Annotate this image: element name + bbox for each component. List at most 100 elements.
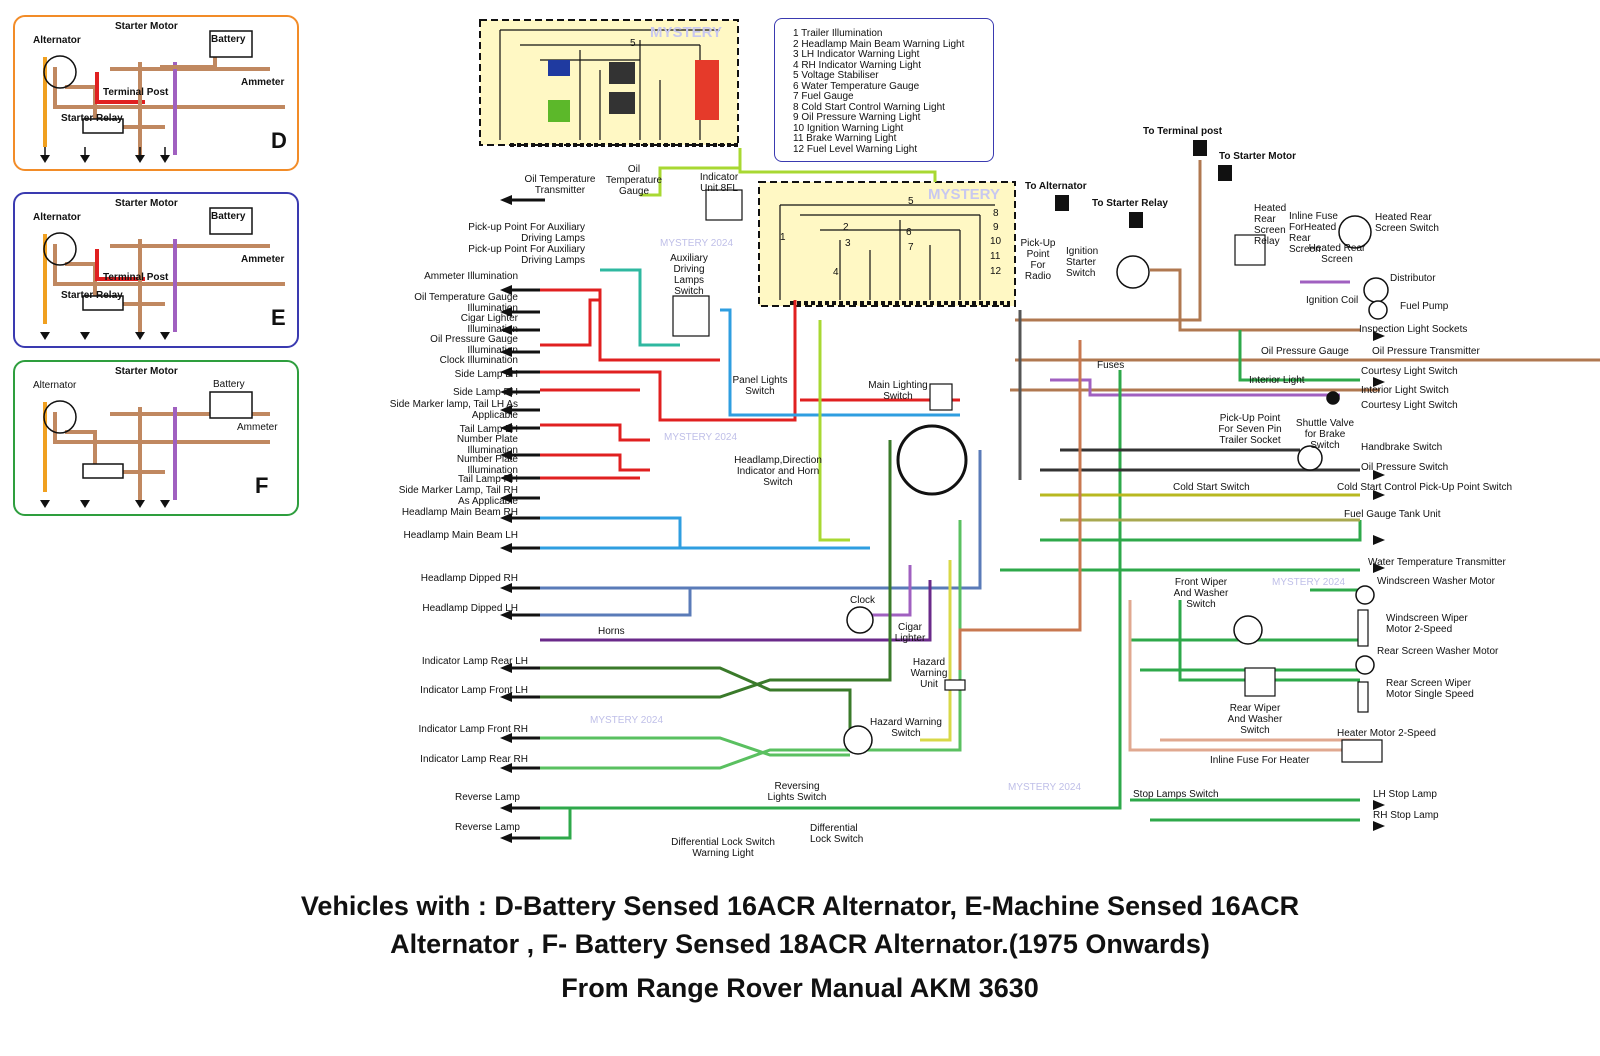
label-heated-rear-switch: Heated Rear Screen Switch [1375, 212, 1439, 234]
label-cigar: Cigar Lighter [894, 622, 926, 644]
panel-num-4: 4 [833, 267, 839, 278]
gauge-icon-1 [609, 62, 635, 84]
legend-item: 4 RH Indicator Warning Light [793, 59, 922, 71]
left-label: Number Plate Illumination [456, 454, 518, 476]
label-courtesy-switch-1: Courtesy Light Switch [1361, 366, 1458, 377]
footer-line-3: From Range Rover Manual AKM 3630 [561, 973, 1039, 1003]
label-hazard-switch: Hazard Warning Switch [870, 717, 942, 739]
label-hazard-unit: Hazard Warning Unit [910, 657, 948, 690]
label-lh-stop: LH Stop Lamp [1373, 789, 1437, 800]
label-stop-switch: Stop Lamps Switch [1133, 789, 1219, 800]
legend-item: 6 Water Temperature Gauge [793, 80, 920, 92]
left-label: Side Marker lamp, Tail LH As Applicable [389, 399, 518, 421]
left-label: Headlamp Dipped RH [420, 573, 518, 584]
label-interior-light: Interior Light [1249, 375, 1305, 386]
label-rear-wiper-motor: Rear Screen Wiper Motor Single Speed [1386, 678, 1474, 700]
label-to-alternator: To Alternator [1025, 181, 1087, 192]
label-diff-lock-switch: Differential Lock Switch [810, 823, 864, 845]
label-rear-wiper-switch: Rear Wiper And Washer Switch [1227, 703, 1283, 736]
label-courtesy-switch-2: Courtesy Light Switch [1361, 400, 1458, 411]
legend-box: 1 Trailer Illumination 2 Headlamp Main B… [774, 18, 994, 162]
label-reversing-switch: Reversing Lights Switch [767, 781, 827, 803]
legend-item: 2 Headlamp Main Beam Warning Light [793, 38, 965, 50]
panel-num-10: 10 [990, 236, 1002, 247]
panel-num-2: 2 [843, 222, 849, 233]
left-label: Ammeter Illumination [424, 271, 518, 282]
mystery-main-watermark: MYSTERY [928, 186, 1000, 203]
inset-f-schematic [40, 391, 270, 508]
panel-num-9: 9 [993, 222, 999, 233]
label-wiper-motor: Windscreen Wiper Motor 2-Speed [1386, 613, 1468, 635]
indicator-icon [548, 100, 570, 122]
inset-e-schematic [40, 207, 285, 340]
label-aux-pickup-2: Pick-up Point For Auxiliary Driving Lamp… [468, 244, 585, 266]
inset-f-starter-label: Starter Motor [115, 366, 178, 377]
label-shuttle-valve: Shuttle Valve for Brake Switch [1295, 418, 1355, 451]
inset-f-ammeter-label: Ammeter [237, 422, 278, 433]
label-oil-pressure-transmitter: Oil Pressure Transmitter [1372, 346, 1480, 357]
label-fuel-tank: Fuel Gauge Tank Unit [1344, 509, 1441, 520]
label-water-temp: Water Temperature Transmitter [1368, 557, 1506, 568]
mystery-2024-watermark-3: MYSTERY 2024 [1272, 577, 1346, 588]
inset-d-schematic [40, 30, 285, 163]
mystery-top-watermark: MYSTERY [650, 24, 722, 41]
label-oil-temp-transmitter: Oil Temperature Transmitter [524, 174, 596, 196]
left-label: Indicator Lamp Front LH [420, 685, 528, 696]
left-label: Cigar Lighter Illumination [460, 313, 518, 335]
inset-d-alternator-label: Alternator [33, 35, 81, 46]
label-interior-switch: Interior Light Switch [1361, 385, 1449, 396]
legend-item: 1 Trailer Illumination [793, 28, 883, 39]
inset-e-battery-label: Battery [211, 211, 246, 222]
panel-internal-wiring [499, 29, 995, 300]
inset-f: Alternator Starter Motor Battery Ammeter… [13, 360, 299, 516]
inset-e-starter-label: Starter Motor [115, 198, 178, 209]
panel-num-3: 3 [845, 238, 851, 249]
gauge-icon-2 [609, 92, 635, 114]
left-label: Oil Temperature Gauge Illumination [414, 292, 518, 314]
legend-item: 12 Fuel Level Warning Light [793, 143, 918, 155]
label-pickup-radio: Pick-Up Point For Radio [1020, 238, 1056, 282]
left-label: Side Lamp RH [452, 387, 518, 398]
label-to-terminal-post: To Terminal post [1143, 126, 1223, 137]
left-label: Headlamp Main Beam RH [401, 507, 518, 518]
mystery-2024-watermark-2: MYSTERY 2024 [664, 432, 738, 443]
label-inline-fuse-hrs: Inline Fuse ForHeated Rear Screen [1289, 211, 1338, 255]
panel-num-1: 1 [780, 232, 786, 243]
label-oil-pressure-switch: Oil Pressure Switch [1361, 462, 1449, 473]
inset-e-ammeter-label: Ammeter [241, 254, 285, 265]
label-inline-heater: Inline Fuse For Heater [1210, 755, 1310, 766]
inset-f-alternator-label: Alternator [33, 380, 77, 391]
label-clock: Clock [850, 595, 876, 606]
label-inspection-sockets: Inspection Light Sockets [1359, 324, 1468, 335]
left-ground-stubs [510, 198, 545, 840]
inset-d-battery-label: Battery [211, 34, 246, 45]
inset-f-battery-label: Battery [213, 379, 245, 390]
label-to-starter-motor: To Starter Motor [1219, 151, 1297, 162]
inset-d-starter-label: Starter Motor [115, 21, 178, 32]
label-rear-washer: Rear Screen Washer Motor [1377, 646, 1499, 657]
left-label: Reverse Lamp [454, 822, 520, 833]
label-distributor: Distributor [1390, 273, 1436, 284]
label-headlamp-switch: Headlamp,Direction Indicator and Horn Sw… [734, 455, 822, 488]
top-arrows [1055, 140, 1232, 228]
inset-e: Alternator Starter Motor Battery Ammeter… [13, 192, 299, 348]
inset-e-alternator-label: Alternator [33, 212, 81, 223]
left-ground-arrows [500, 195, 512, 843]
panel-num-5: 5 [908, 196, 914, 207]
panel-num-5-top: 5 [630, 38, 636, 49]
inset-d: Alternator Starter Motor Battery Ammeter… [13, 15, 299, 171]
legend-item: 8 Cold Start Control Warning Light [793, 101, 945, 113]
panel-num-8: 8 [993, 208, 999, 219]
label-heated-rear-relay: Heated Rear Screen Relay [1254, 203, 1287, 247]
label-front-wiper: Front Wiper And Washer Switch [1173, 577, 1229, 610]
panel-num-11: 11 [990, 251, 1001, 262]
inset-d-terminal-label: Terminal Post [103, 87, 169, 98]
label-aux-pickup-1: Pick-up Point For Auxiliary Driving Lamp… [468, 222, 585, 244]
label-oil-pressure-gauge: Oil Pressure Gauge [1261, 346, 1349, 357]
left-label: Clock Illumination [439, 355, 518, 366]
label-washer-motor: Windscreen Washer Motor [1377, 576, 1495, 587]
legend-item: 11 Brake Warning Light [793, 133, 897, 144]
panel-num-12: 12 [990, 266, 1002, 277]
left-label: Side Marker Lamp, Tail RH As Applicable [398, 485, 518, 507]
instrument-panel-main [758, 181, 1016, 307]
